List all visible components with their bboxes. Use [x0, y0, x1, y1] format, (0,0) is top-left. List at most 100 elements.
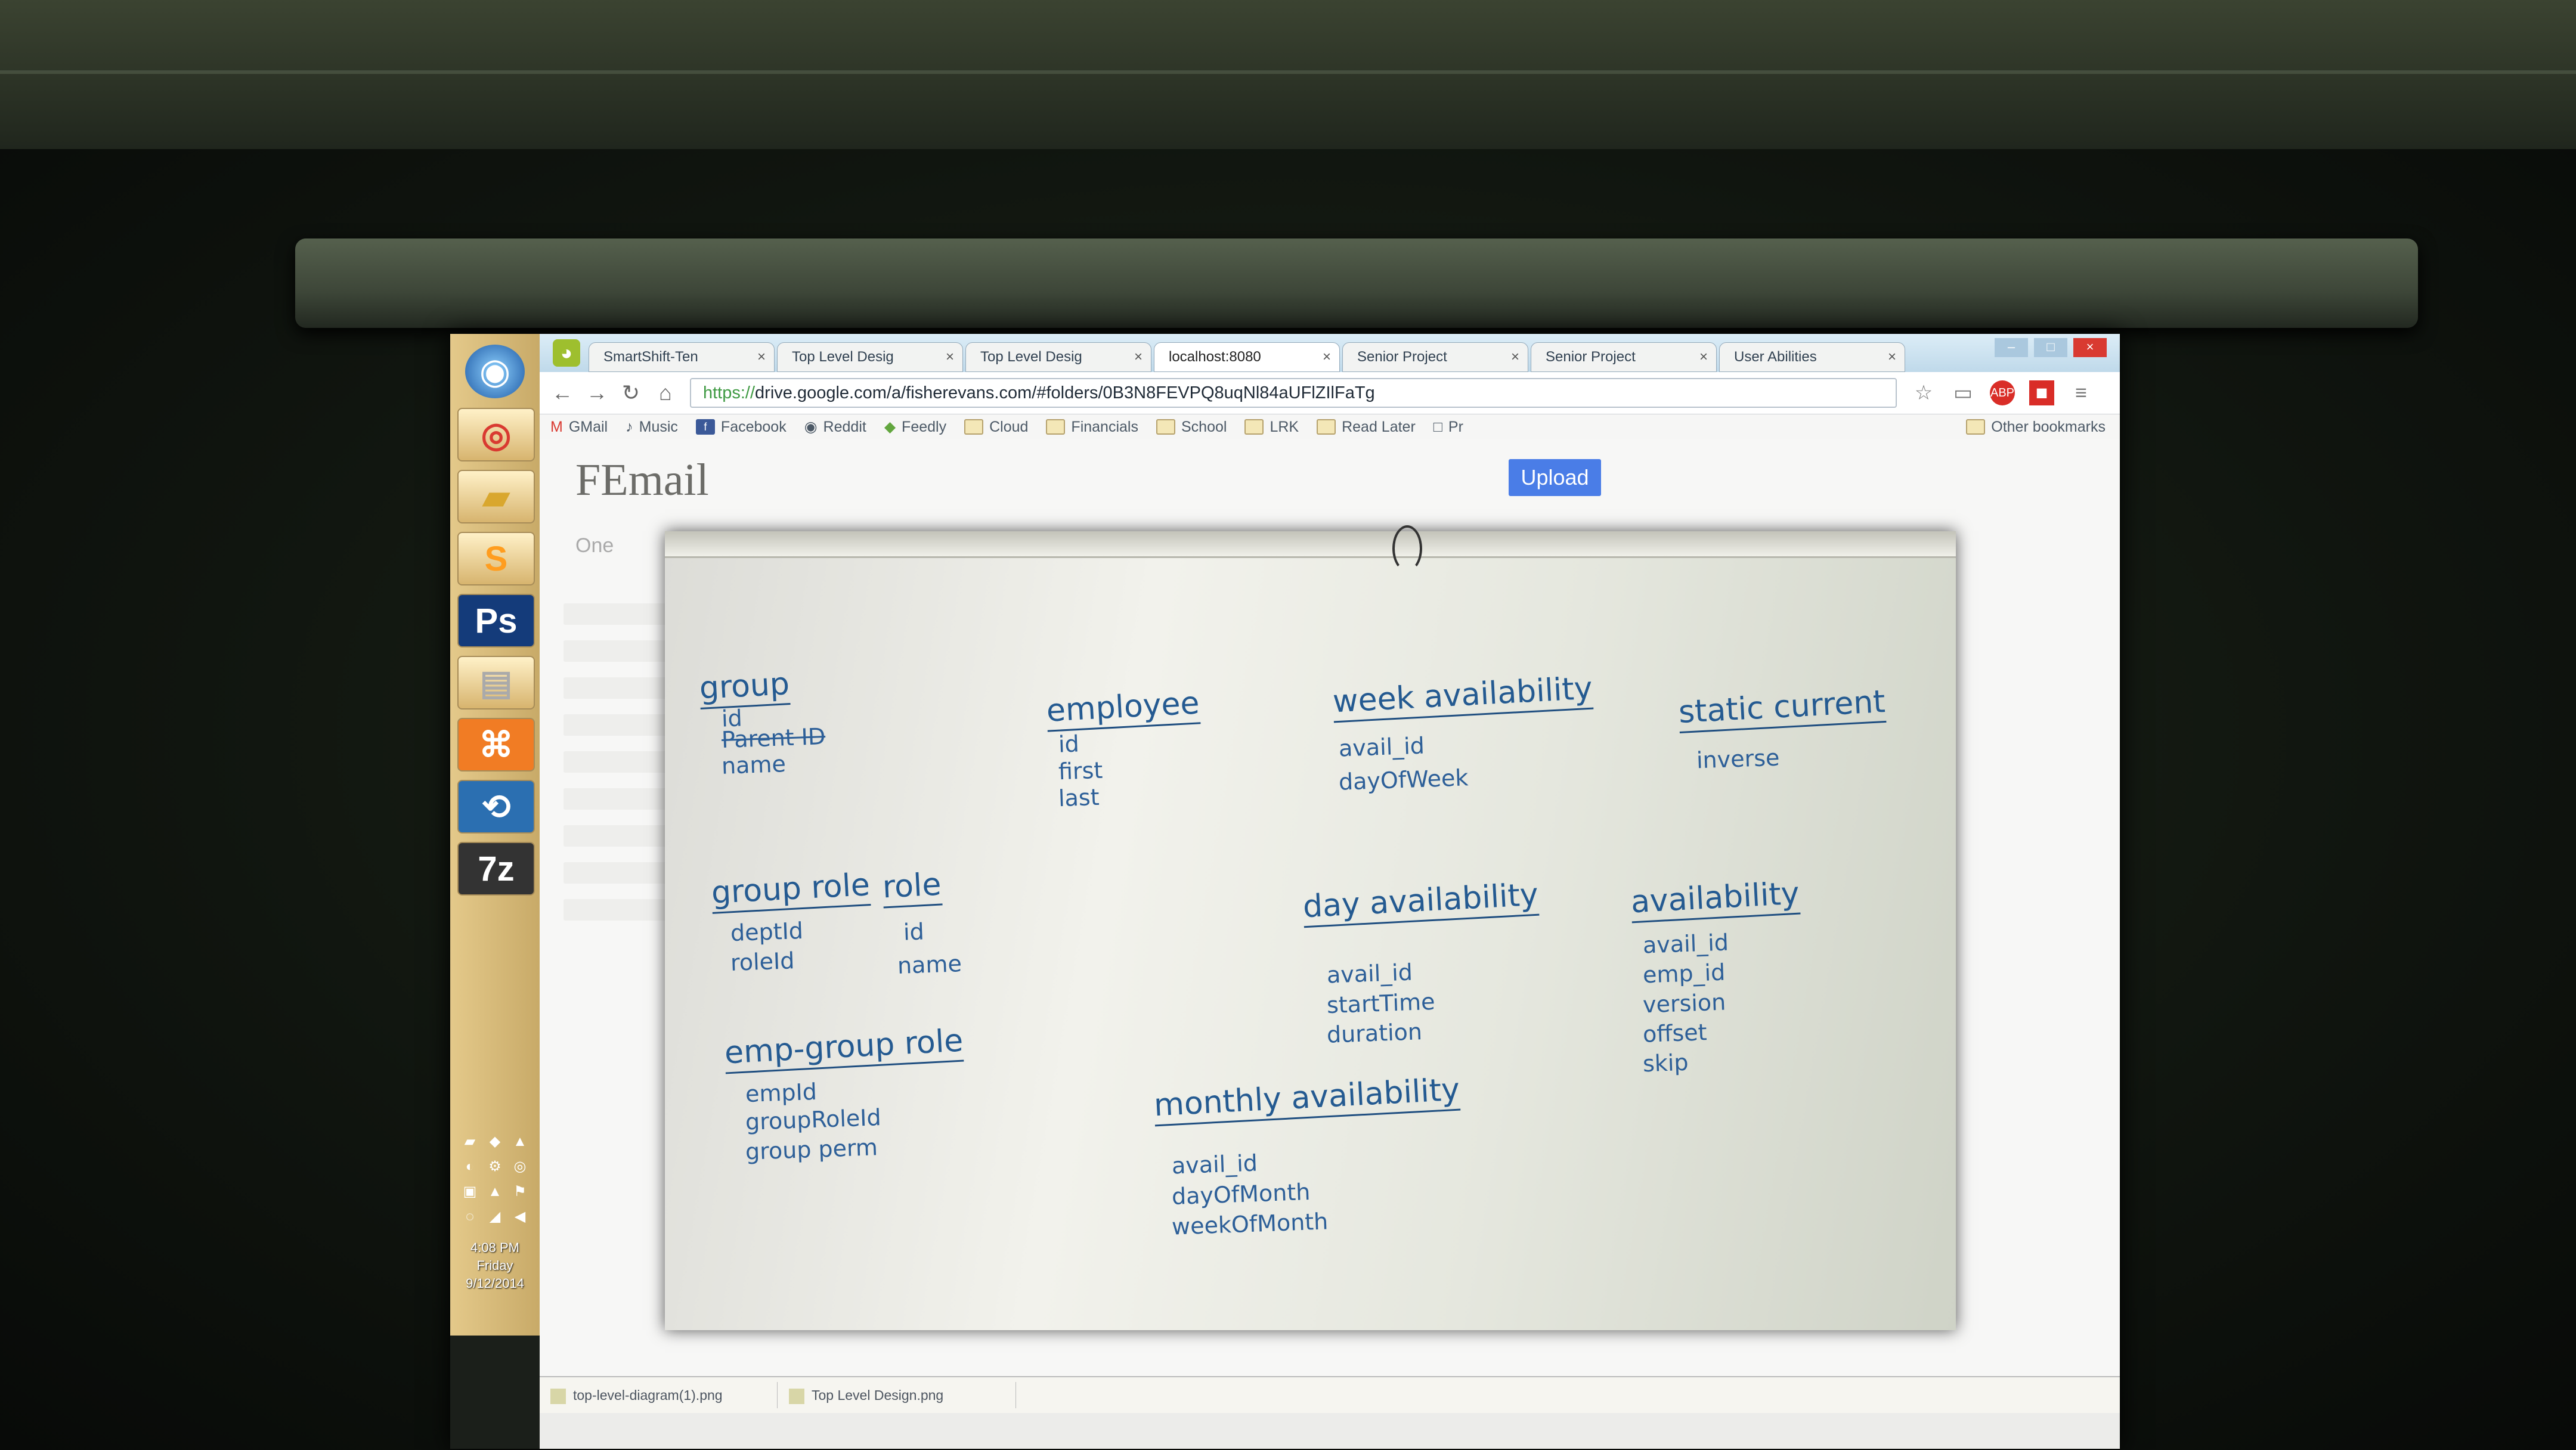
close-icon[interactable]: ×: [1887, 349, 1896, 365]
diagram-title: monthly availability: [1153, 1071, 1461, 1127]
home-icon[interactable]: ⌂: [659, 380, 672, 405]
image-file-icon: [789, 1388, 804, 1404]
diagram-field: avail_id: [1326, 959, 1413, 989]
photoshop-icon[interactable]: Ps: [457, 594, 535, 647]
folder-icon: [1317, 419, 1336, 435]
7zip-icon[interactable]: 7z: [457, 842, 535, 896]
bookmark-financials[interactable]: Financials: [1046, 419, 1138, 436]
bookmark-music[interactable]: ♪Music: [626, 418, 678, 435]
diagram-field: last: [1058, 783, 1100, 812]
reddit-icon: ◉: [804, 419, 818, 435]
close-window-icon[interactable]: ×: [2073, 338, 2107, 357]
steam-icon[interactable]: ◎: [513, 1158, 527, 1175]
music-icon: ♪: [626, 418, 633, 435]
diagram-field: avail_id: [1642, 929, 1729, 959]
star-icon[interactable]: ☆: [1914, 382, 1933, 404]
bookmark-read-later[interactable]: Read Later: [1317, 419, 1416, 436]
settings-icon[interactable]: ⚙: [488, 1158, 501, 1175]
tab-top-level-design[interactable]: Top Level Desig×: [777, 342, 963, 372]
database-icon[interactable]: ⟲: [457, 780, 535, 834]
diagram-field: weekOfMonth: [1171, 1208, 1329, 1240]
profile-avatar-icon[interactable]: ◕: [553, 339, 580, 367]
sublime-icon[interactable]: S: [457, 532, 535, 585]
network-icon[interactable]: ▣: [463, 1183, 477, 1200]
maximize-icon[interactable]: □: [2034, 338, 2067, 357]
close-icon[interactable]: ×: [757, 349, 766, 365]
xampp-icon[interactable]: ⌘: [457, 718, 535, 772]
tab-localhost[interactable]: localhost:8080×: [1154, 342, 1340, 372]
start-button[interactable]: ◉: [465, 345, 525, 398]
chrome-icon[interactable]: ◎: [457, 408, 535, 461]
diagram-field: version: [1642, 989, 1726, 1018]
diagram-field: deptId: [730, 917, 804, 947]
taskbar-clock[interactable]: 4:08 PM Friday 9/12/2014: [450, 1240, 540, 1291]
tab-top-level-design[interactable]: Top Level Desig×: [965, 342, 1151, 372]
diagram-field: Parent ID: [721, 723, 826, 754]
diagram-title: group: [698, 666, 791, 709]
security-icon[interactable]: ▲: [488, 1183, 502, 1200]
bookmark-feedly[interactable]: ◆Feedly: [884, 418, 947, 436]
diagram-title: emp-group role: [723, 1023, 964, 1074]
diagram-title: static current: [1677, 683, 1887, 734]
signal-icon[interactable]: ◢: [489, 1209, 501, 1225]
whiteboard-image-preview: group id Parent ID name employee id firs…: [665, 525, 1956, 1330]
flag-icon[interactable]: ⚑: [513, 1183, 527, 1200]
folder-icon: [1966, 419, 1986, 435]
extension-icon[interactable]: ■: [2029, 380, 2054, 405]
reload-icon[interactable]: ↻: [621, 380, 640, 405]
adblock-icon[interactable]: ABP: [1990, 380, 2015, 405]
minimize-icon[interactable]: –: [1995, 338, 2028, 357]
shield-icon[interactable]: ◆: [489, 1133, 501, 1150]
notification-icon[interactable]: ▲: [513, 1133, 527, 1150]
close-icon[interactable]: ×: [1322, 349, 1331, 365]
windows-taskbar: ◉ ◎ ▰ S Ps ▤ ⌘ ⟲ 7z ▰ ◆ ▲ ◐ ⚙ ◎ ▣ ▲ ⚑ ◌ …: [450, 334, 541, 1336]
facebook-icon: f: [695, 419, 715, 435]
bookmark-cloud[interactable]: Cloud: [964, 419, 1028, 436]
sync-icon[interactable]: ◌: [465, 1209, 475, 1225]
folder-icon[interactable]: ▰: [464, 1133, 476, 1150]
bookmark-lrk[interactable]: LRK: [1244, 419, 1299, 436]
download-item[interactable]: Top Level Design.png: [778, 1382, 1016, 1408]
close-icon[interactable]: ×: [1510, 349, 1519, 365]
notepad-icon[interactable]: ▤: [457, 656, 535, 709]
diagram-title: day availability: [1302, 876, 1540, 928]
diagram-field: emp_id: [1642, 959, 1726, 989]
clock-day: Friday: [476, 1258, 513, 1273]
upload-button[interactable]: Upload: [1509, 459, 1601, 496]
cast-icon[interactable]: ▭: [1953, 382, 1973, 404]
power-icon[interactable]: ◐: [465, 1158, 475, 1175]
https-scheme: https://: [703, 383, 756, 402]
tab-user-abilities[interactable]: User Abilities×: [1719, 342, 1905, 372]
back-icon[interactable]: ←: [552, 380, 573, 405]
bookmark-reddit[interactable]: ◉Reddit: [804, 418, 866, 436]
menu-icon[interactable]: ≡: [2075, 382, 2087, 404]
diagram-field: startTime: [1326, 988, 1436, 1019]
tab-senior-project[interactable]: Senior Project×: [1342, 342, 1528, 372]
close-icon[interactable]: ×: [945, 349, 954, 365]
bookmark-school[interactable]: School: [1156, 419, 1227, 436]
volume-icon[interactable]: ◀: [514, 1209, 526, 1225]
diagram-field: id: [1058, 730, 1080, 758]
diagram-field: id: [903, 918, 925, 946]
close-icon[interactable]: ×: [1699, 349, 1708, 365]
bookmark-project[interactable]: □Pr: [1433, 418, 1463, 435]
tab-senior-project[interactable]: Senior Project×: [1531, 342, 1717, 372]
faint-drive-label: One: [575, 534, 614, 557]
url-text: drive.google.com/a/fisherevans.com/#fold…: [755, 383, 1375, 402]
page-icon: □: [1433, 418, 1442, 435]
diagram-field: dayOfWeek: [1338, 764, 1469, 795]
close-icon[interactable]: ×: [1134, 349, 1143, 365]
forward-icon[interactable]: →: [586, 380, 608, 405]
address-bar[interactable]: https://drive.google.com/a/fisherevans.c…: [690, 378, 1897, 408]
ceiling-line: [0, 70, 2576, 74]
explorer-icon[interactable]: ▰: [457, 470, 535, 523]
diagram-field: name: [721, 751, 787, 779]
tab-smartshift[interactable]: SmartShift-Ten×: [589, 342, 775, 372]
diagram-title: group role: [710, 867, 871, 914]
diagram-field: groupRoleId: [745, 1104, 882, 1135]
download-item[interactable]: top-level-diagram(1).png: [540, 1382, 778, 1408]
bookmark-other[interactable]: Other bookmarks: [1966, 419, 2106, 436]
